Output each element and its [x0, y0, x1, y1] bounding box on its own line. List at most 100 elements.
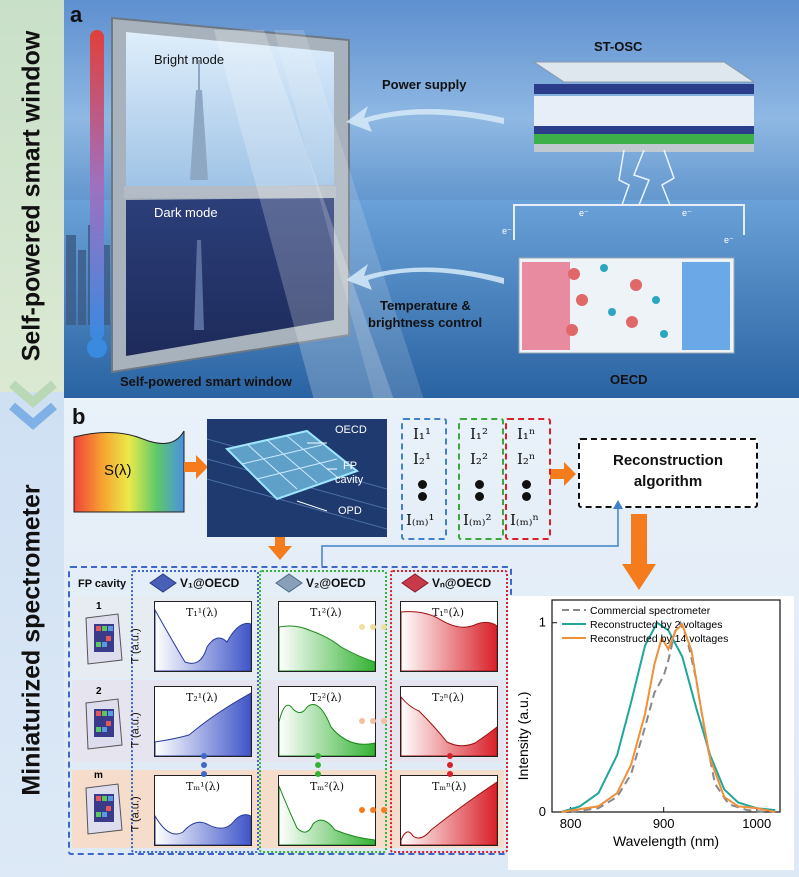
transmission-label: T₁¹(λ) — [186, 606, 218, 619]
reconstruction-label-1: Reconstruction — [612, 452, 723, 469]
side-bar-bottom — [0, 392, 64, 877]
window-caption: Self-powered smart window — [120, 374, 292, 389]
transmission-curve — [278, 601, 376, 672]
filter-array-icon — [85, 698, 123, 750]
ellipsis-vertical-icon — [201, 753, 207, 777]
intensity-column-2 — [458, 418, 504, 540]
electron-label: e⁻ — [502, 226, 512, 236]
side-bar-top — [0, 0, 64, 392]
ellipsis-horizontal-icon — [359, 624, 387, 630]
feedback-connector — [321, 500, 623, 566]
x-axis-label: Wavelength (nm) — [613, 833, 719, 849]
transmission-curve — [400, 686, 498, 757]
intensity-column-n — [505, 418, 551, 540]
x-tick-label: 800 — [560, 816, 582, 831]
ellipsis-dot — [475, 492, 484, 501]
chip-opd-label: OPD — [338, 505, 362, 517]
intensity-value: I₍ₘ₎ⁿ — [510, 511, 539, 529]
st-osc-label: ST-OSC — [594, 39, 643, 54]
reconstruction-box — [578, 438, 758, 508]
row-label: m — [94, 770, 103, 781]
intensity-value: I₍ₘ₎² — [463, 511, 492, 529]
voltage-header: V₁@OECD — [180, 576, 240, 590]
voltage-column-n — [390, 570, 508, 853]
x-tick-label: 900 — [653, 816, 675, 831]
electron-label: e⁻ — [579, 208, 589, 218]
chip-cavity-label: cavity — [335, 474, 364, 486]
chip-oecd-label: OECD — [335, 424, 367, 436]
dark-mode-label: Dark mode — [154, 205, 218, 220]
ellipsis-vertical-icon — [315, 753, 321, 777]
chip-illustration — [207, 419, 387, 537]
legend-label: Reconstructed by 14 voltages — [590, 633, 728, 645]
transmission-curve — [154, 601, 252, 672]
electron-label: e⁻ — [724, 235, 734, 245]
oecd-label: OECD — [610, 372, 648, 387]
intensity-value: I₁¹ — [413, 425, 431, 443]
transmission-label: Tₘⁿ(λ) — [432, 780, 467, 793]
t-axis-label: T (a.u.) — [129, 796, 142, 832]
transmission-label: Tₘ²(λ) — [310, 780, 345, 793]
reconstruction-label-2: algorithm — [633, 473, 703, 490]
brightness-label: brightness control — [368, 315, 483, 330]
y-tick-label: 1 — [539, 615, 546, 630]
chart-background — [508, 596, 794, 870]
x-tick-label: 1000 — [742, 816, 771, 831]
side-label-top: Self-powered smart window — [17, 30, 46, 362]
voltage-column-2 — [259, 570, 387, 853]
row-label: 2 — [96, 686, 102, 697]
arrow-right-icon — [184, 455, 208, 479]
ellipsis-dot — [522, 480, 531, 489]
y-axis-label: Intensity (a.u.) — [515, 692, 531, 781]
ellipsis-dot — [418, 480, 427, 489]
ellipsis-horizontal-icon — [359, 807, 387, 813]
transmission-curve — [154, 775, 252, 846]
voltage-header: Vₙ@OECD — [432, 576, 492, 590]
intensity-column-1 — [401, 418, 447, 540]
plot-frame — [551, 599, 781, 813]
transmission-label: T₂¹(λ) — [186, 691, 218, 704]
s-lambda-label: S(λ) — [104, 462, 132, 479]
legend-label: Commercial spectrometer — [590, 605, 711, 617]
voltage-header: V₂@OECD — [306, 576, 366, 590]
y-tick-label: 0 — [539, 804, 546, 819]
transmission-curve — [154, 686, 252, 757]
oecd-pixel-icon — [149, 573, 177, 593]
t-axis-label: T (a.u.) — [129, 712, 142, 748]
intensity-value: I₁ⁿ — [517, 425, 536, 443]
transmission-label: Tₘ¹(λ) — [186, 780, 221, 793]
chip-fp-label: FP — [343, 460, 358, 472]
chevron-down-icon — [9, 380, 57, 430]
ellipsis-dot — [475, 480, 484, 489]
ellipsis-dot — [522, 492, 531, 501]
intensity-value: I₍ₘ₎¹ — [406, 511, 435, 529]
intensity-value: I₁² — [470, 425, 488, 443]
panel-b-letter: b — [72, 404, 86, 429]
arrow-down-icon — [268, 534, 292, 560]
voltage-column-1 — [131, 570, 259, 853]
filter-array-icon — [85, 613, 123, 665]
power-supply-label: Power supply — [382, 77, 467, 92]
series-line — [561, 622, 776, 813]
transmission-label: T₂ⁿ(λ) — [432, 691, 465, 704]
scene-illustration — [64, 16, 799, 398]
panel-a: a Bright mode Dark mode Self-powered sma… — [64, 0, 799, 398]
oecd-pixel-icon — [401, 573, 429, 593]
transmission-label: T₂²(λ) — [310, 691, 342, 704]
legend-label: Reconstructed by 2 voltages — [590, 619, 723, 631]
row-label: 1 — [96, 601, 102, 612]
transmission-label: T₁²(λ) — [310, 606, 342, 619]
intensity-value: I₂¹ — [413, 450, 431, 468]
transmission-label: T₁ⁿ(λ) — [432, 606, 465, 619]
filter-array-icon — [85, 783, 123, 835]
panel-a-letter: a — [70, 2, 83, 27]
intensity-value: I₂ⁿ — [517, 450, 536, 468]
intensity-value: I₂² — [470, 450, 488, 468]
ellipsis-horizontal-icon — [359, 718, 387, 724]
oecd-pixel-icon — [275, 573, 303, 593]
ellipsis-vertical-icon — [447, 753, 453, 777]
side-label-bottom: Miniaturized spectrometer — [17, 484, 46, 796]
input-spectrum — [73, 430, 185, 513]
arrow-right-icon — [550, 462, 576, 486]
